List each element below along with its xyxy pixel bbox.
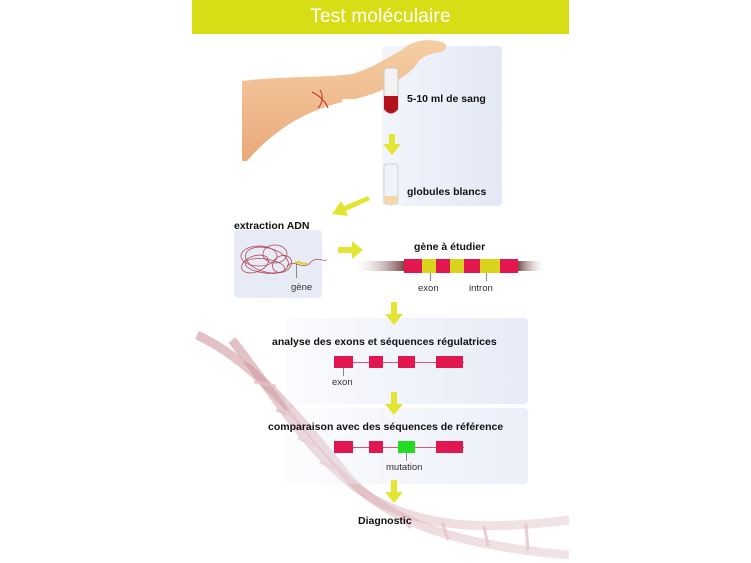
exon-label: exon: [418, 283, 439, 294]
comparison-mutation-box: [398, 441, 415, 453]
analysis-exon-tick: [343, 368, 344, 376]
analysis-exon-2: [369, 356, 383, 368]
exon-tick: [430, 273, 431, 281]
diagram: Test moléculaire 5-10 ml de sang globule…: [192, 0, 569, 563]
analysis-label: analyse des exons et séquences régulatri…: [272, 336, 497, 348]
intron-tick: [486, 273, 487, 281]
analysis-exon-3: [398, 356, 415, 368]
arrow-down-3: [385, 392, 403, 415]
arrow-arm-to-tube: [342, 94, 380, 110]
analysis-exon-4: [436, 356, 463, 368]
comparison-exon-1: [334, 441, 353, 453]
diagnostic-label: Diagnostic: [358, 515, 412, 527]
gene-strip: [352, 259, 547, 273]
intron-label: intron: [469, 283, 493, 294]
dna-tangle-icon: [240, 244, 328, 274]
analysis-exon-label: exon: [332, 377, 353, 388]
white-cells-tube-icon: [383, 163, 399, 205]
mutation-label: mutation: [386, 462, 423, 473]
gene-small-label: gène: [291, 282, 313, 293]
arrow-down-2: [385, 302, 403, 325]
arrow-down-1: [383, 134, 401, 155]
white-cells-label: globules blancs: [407, 186, 487, 198]
analysis-exon-1: [334, 356, 353, 368]
page-title: Test moléculaire: [192, 0, 569, 34]
blood-label: 5-10 ml de sang: [407, 93, 486, 105]
arrow-right: [338, 241, 363, 259]
dna-extraction-label: extraction ADN: [234, 220, 310, 232]
mutation-tick: [406, 453, 407, 461]
arrow-to-extraction: [332, 196, 370, 216]
arrow-down-4: [385, 480, 403, 503]
gene-small-tick: [296, 264, 297, 278]
comparison-label: comparaison avec des séquences de référe…: [268, 421, 504, 433]
comparison-exon-2: [369, 441, 383, 453]
blood-tube-icon: [383, 67, 399, 114]
comparison-exon-4: [436, 441, 463, 453]
gene-to-study-label: gène à étudier: [414, 241, 486, 253]
